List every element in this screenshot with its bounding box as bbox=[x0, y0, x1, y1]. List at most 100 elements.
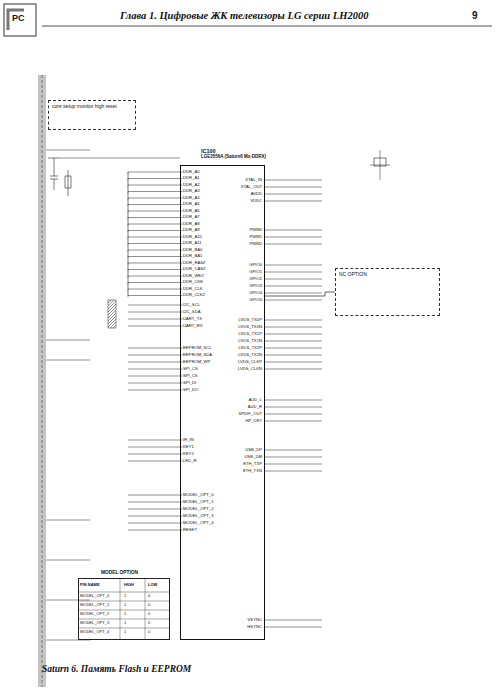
pin-name: DDR_A10 bbox=[183, 235, 202, 240]
pin-wire bbox=[128, 185, 180, 186]
pin-name: DDR_A1 bbox=[183, 176, 200, 181]
pin-wire bbox=[128, 256, 180, 257]
net-stub bbox=[46, 560, 90, 561]
resistor-array bbox=[108, 300, 116, 328]
pin-name: GPIO1 bbox=[249, 270, 262, 275]
pin-name: MODEL_OPT_0 bbox=[183, 493, 214, 498]
net-stub bbox=[46, 150, 90, 151]
table-cell: 1 bbox=[124, 594, 126, 598]
pin-name: EEPROM_SDA bbox=[183, 353, 212, 358]
pin-wire bbox=[265, 464, 322, 465]
pin-name: MODEL_OPT_2 bbox=[183, 507, 214, 512]
pin-wire bbox=[265, 194, 322, 195]
pin-name: EEPROM_SCL bbox=[183, 346, 212, 351]
pin-wire bbox=[265, 355, 322, 356]
table-cell: 0 bbox=[148, 621, 150, 625]
pin-wire bbox=[128, 362, 180, 363]
crystal-symbol bbox=[374, 158, 386, 166]
pin-wire bbox=[128, 495, 180, 496]
pin-name: DDR_WEZ bbox=[183, 274, 204, 279]
pin-wire bbox=[128, 224, 180, 225]
pin-name: AVDD bbox=[251, 192, 262, 197]
net-stub bbox=[46, 360, 90, 361]
table-rule bbox=[78, 592, 170, 593]
pin-wire bbox=[265, 407, 322, 408]
pin-wire bbox=[128, 178, 180, 179]
pin-wire bbox=[265, 286, 322, 287]
pin-name: DDR_BA1 bbox=[183, 254, 202, 259]
crystal-wire bbox=[370, 150, 390, 180]
pin-name: LVDS_TX0N bbox=[238, 325, 262, 330]
pin-name: SPI_CK bbox=[183, 374, 198, 379]
pin-name: GPIO0 bbox=[249, 263, 262, 268]
pin-name: XTAL_IN bbox=[245, 178, 262, 183]
pin-name: DDR_CKE bbox=[183, 280, 203, 285]
pin-name: USB_DP bbox=[245, 448, 262, 453]
pin-wire bbox=[128, 204, 180, 205]
pin-wire bbox=[128, 295, 180, 296]
pin-name: LVDS_TX1P bbox=[239, 332, 262, 337]
pin-wire bbox=[265, 627, 322, 628]
table-cell: 0 bbox=[148, 594, 150, 598]
table-rule bbox=[78, 619, 170, 620]
pin-name: VSYNC bbox=[248, 618, 262, 623]
pin-wire bbox=[128, 440, 180, 441]
pin-name: LVDS_TX2N bbox=[238, 353, 262, 358]
pin-name: DDR_A7 bbox=[183, 215, 200, 220]
pin-wire bbox=[128, 390, 180, 391]
pin-wire bbox=[128, 250, 180, 251]
pin-name: DDR_A9 bbox=[183, 228, 200, 233]
pin-name: DDR_CLK bbox=[183, 287, 203, 292]
pin-wire bbox=[128, 237, 180, 238]
pin-name: HP_DET bbox=[245, 419, 262, 424]
pin-wire bbox=[128, 348, 180, 349]
pin-wire bbox=[128, 305, 180, 306]
table-title: MODEL OPTION bbox=[101, 570, 138, 575]
page-title: Глава 1. Цифровые ЖК телевизоры LG серии… bbox=[120, 10, 368, 22]
pin-wire bbox=[265, 230, 322, 231]
logo-frame bbox=[4, 4, 36, 36]
figure-caption: Saturn 6. Память Flash и EEPROM bbox=[42, 664, 191, 674]
pin-wire bbox=[128, 243, 180, 244]
pin-name: SPDIF_OUT bbox=[239, 412, 263, 417]
pin-wire bbox=[128, 312, 180, 313]
table-cell: LOW bbox=[148, 583, 157, 587]
pin-name: I2C_SDA bbox=[183, 310, 200, 315]
pin-name: DDR_A6 bbox=[183, 209, 200, 214]
pin-wire bbox=[128, 269, 180, 270]
pin-wire bbox=[265, 320, 322, 321]
pin-name: HSYNC bbox=[247, 625, 262, 630]
pin-wire bbox=[128, 282, 180, 283]
table-cell: 0 bbox=[148, 603, 150, 607]
pin-name: GPIO4 bbox=[249, 291, 262, 296]
pin-name: DDR_CASZ bbox=[183, 267, 206, 272]
pin-wire bbox=[265, 414, 322, 415]
pin-name: USB_DM bbox=[245, 455, 262, 460]
pin-name: DDR_A0 bbox=[183, 170, 200, 175]
pin-wire bbox=[265, 400, 322, 401]
pin-wire bbox=[128, 276, 180, 277]
pin-wire bbox=[265, 362, 322, 363]
pin-wire bbox=[128, 509, 180, 510]
signal-connector bbox=[265, 292, 335, 296]
pin-name: GPIO3 bbox=[249, 284, 262, 289]
margin-line bbox=[42, 75, 43, 687]
table-cell: MODEL_OPT_3 bbox=[80, 621, 109, 625]
pin-wire bbox=[265, 265, 322, 266]
pin-wire bbox=[265, 300, 322, 301]
pin-name: GPIO2 bbox=[249, 277, 262, 282]
pin-name: VDDC bbox=[250, 199, 262, 204]
pin-wire bbox=[265, 180, 322, 181]
pin-wire bbox=[128, 516, 180, 517]
pin-name: LED_R bbox=[183, 459, 197, 464]
table-cell: 1 bbox=[124, 603, 126, 607]
pin-name: DDR_A2 bbox=[183, 183, 200, 188]
pin-wire bbox=[128, 263, 180, 264]
bus-line bbox=[128, 172, 129, 296]
pin-name: SPI_DI bbox=[183, 381, 196, 386]
pin-name: DDR_A8 bbox=[183, 222, 200, 227]
pin-name: PWM1 bbox=[249, 235, 262, 240]
pin-wire bbox=[265, 279, 322, 280]
pin-name: UART_TX bbox=[183, 317, 202, 322]
pin-name: KEY2 bbox=[183, 452, 194, 457]
